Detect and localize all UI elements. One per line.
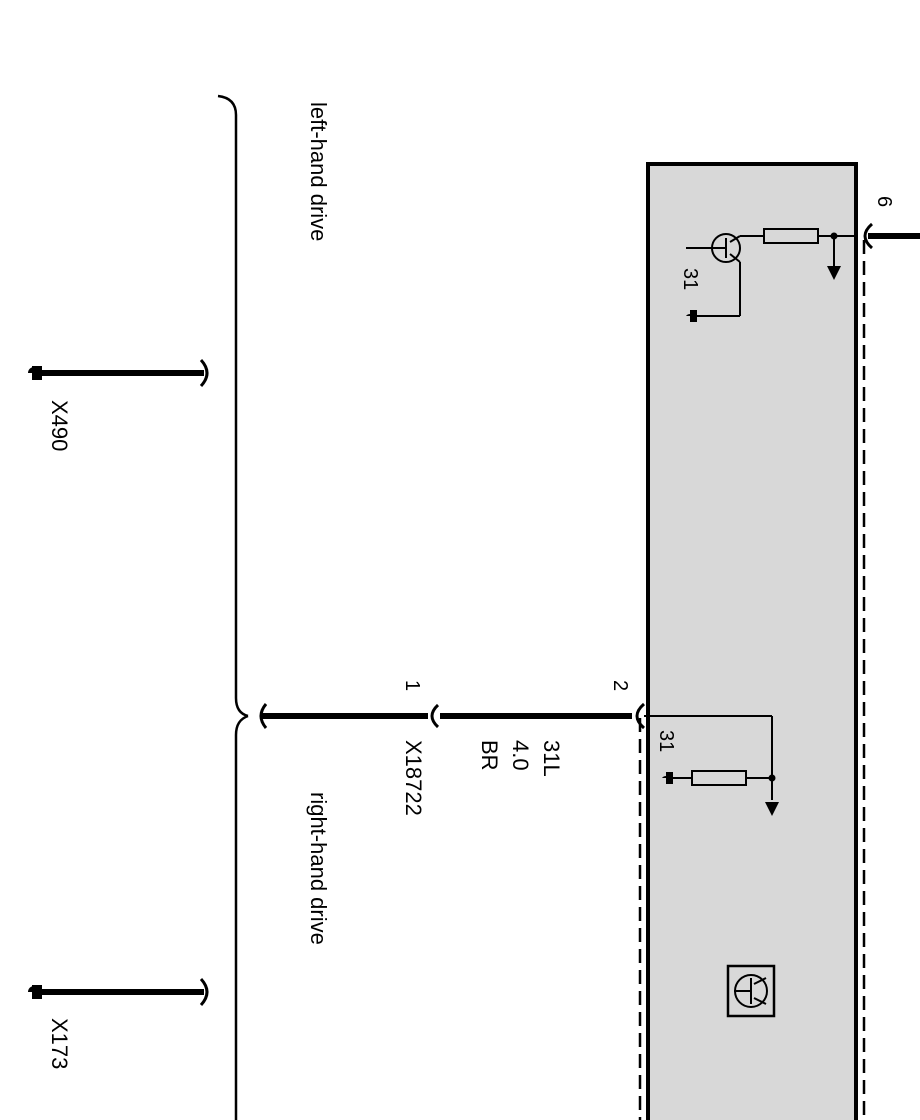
ground-31-lower: 31 — [655, 730, 677, 752]
region-label-right-hand-drive: right-hand drive — [306, 792, 331, 945]
transistor-symbol-icon — [726, 964, 776, 1018]
brace-left-hand-drive — [217, 94, 249, 718]
wire-gauge: 4.0 — [508, 740, 533, 771]
control-module-box — [646, 162, 858, 1120]
ground-31-upper: 31 — [679, 268, 701, 290]
ground-label-x173: X173 — [47, 1018, 72, 1069]
wire-circuit-31l: 31L — [539, 740, 564, 777]
wire-color: BR — [477, 740, 502, 771]
module-pin-2: 2 — [609, 680, 631, 691]
ground-x490 — [28, 358, 209, 388]
region-label-left-hand-drive: left-hand drive — [306, 102, 331, 241]
ground-x173 — [28, 977, 209, 1007]
wire-pin-6 — [863, 222, 920, 250]
internal-circuit-lower — [644, 715, 779, 816]
module-pin-6: 6 — [873, 196, 895, 207]
connector-pin-1: 1 — [401, 680, 423, 691]
connector-label-x18722: X18722 — [401, 740, 426, 816]
internal-circuit-upper — [686, 228, 858, 322]
brace-right-hand-drive — [234, 714, 249, 1120]
wire-brace-to-connector — [259, 703, 440, 729]
ground-label-x490: X490 — [47, 400, 72, 451]
wire-31l — [440, 702, 646, 730]
